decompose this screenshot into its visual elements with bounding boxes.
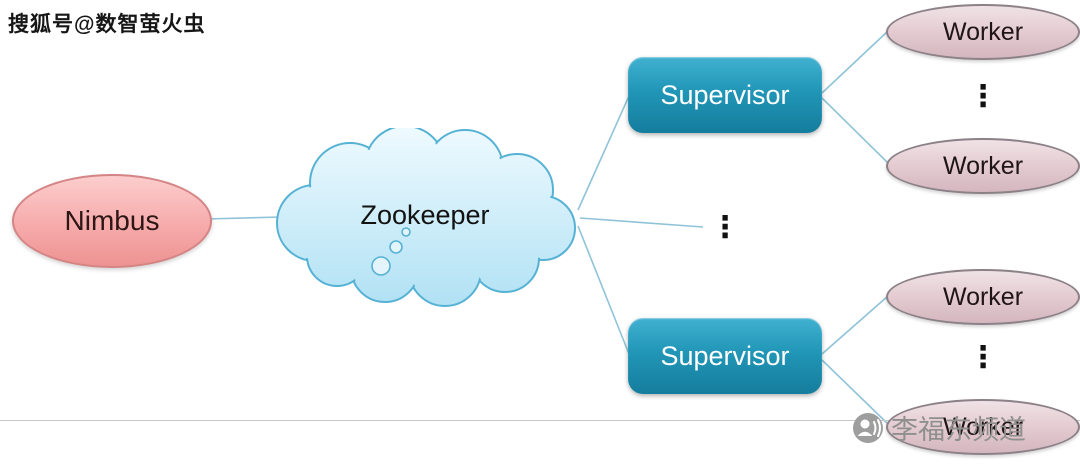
watermark-top: 搜狐号@数智萤火虫 [8, 13, 206, 36]
ellipsis-workers-bottom: ⋮ [968, 341, 998, 374]
channel-logo-icon [853, 412, 883, 443]
supervisor-bottom-node: Supervisor [628, 318, 822, 394]
footer-divider [0, 420, 1080, 421]
worker-node-2: Worker [886, 138, 1080, 194]
worker-label-2: Worker [942, 151, 1024, 180]
edge-nimbus-zookeeper [205, 216, 283, 220]
ellipsis-supervisors: ⋮ [710, 211, 740, 244]
zookeeper-label: Zookeeper [360, 200, 490, 230]
zookeeper-node: Zookeeper [255, 128, 595, 308]
supervisor-top-node: Supervisor [628, 57, 822, 133]
edge-zookeeper-ellipsis [579, 217, 704, 228]
watermark-bottom: 李福东频道 [852, 408, 1026, 447]
nimbus-label: Nimbus [64, 205, 160, 236]
worker-label-1: Worker [942, 17, 1024, 46]
cloud-bubbles-icon [371, 227, 411, 276]
edge-supervisor-bottom-worker3 [821, 295, 889, 355]
watermark-bottom-text: 李福东频道 [891, 415, 1026, 445]
worker-node-1: Worker [886, 4, 1080, 60]
worker-node-4: Worker [886, 399, 1080, 455]
nimbus-node: Nimbus [12, 174, 212, 268]
worker-node-3: Worker [886, 269, 1080, 325]
edge-supervisor-bottom-worker4 [821, 359, 889, 425]
worker-label-3: Worker [942, 282, 1024, 311]
ellipsis-workers-top: ⋮ [968, 80, 998, 113]
edge-supervisor-top-worker2 [821, 97, 889, 164]
supervisor-top-label: Supervisor [660, 79, 790, 110]
edge-supervisor-top-worker1 [821, 30, 889, 94]
edge-zookeeper-supervisor-bottom [577, 225, 630, 355]
supervisor-bottom-label: Supervisor [660, 340, 790, 371]
worker-label-4: Worker [942, 412, 1024, 441]
cloud-shape-icon [276, 128, 576, 307]
edge-zookeeper-supervisor-top [577, 95, 630, 211]
